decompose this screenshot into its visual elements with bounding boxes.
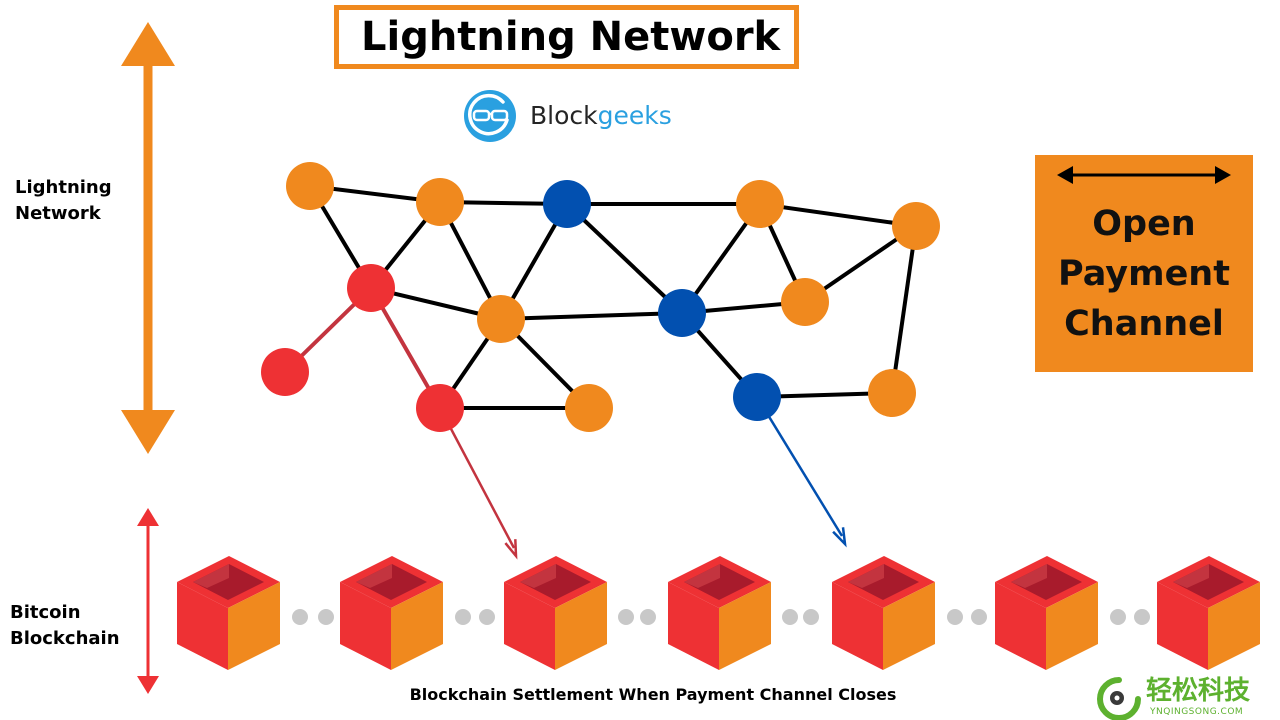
block-cube-icon xyxy=(177,556,280,670)
watermark-text: 轻松科技 xyxy=(1146,676,1251,706)
chain-dot xyxy=(1134,609,1150,625)
chain-dot xyxy=(971,609,987,625)
lightning-network-label: Lightning Network xyxy=(15,177,112,224)
watermark-subtext: YNQINGSONG.COM xyxy=(1150,707,1244,717)
node-orange xyxy=(781,278,829,326)
block-cube-icon xyxy=(1157,556,1260,670)
blue-settlement-arrow xyxy=(755,396,844,537)
chain-dot xyxy=(782,609,798,625)
brand-name-block: Block xyxy=(530,101,598,130)
node-blue xyxy=(733,373,781,421)
blockchain-blocks xyxy=(177,556,1260,670)
chain-dot xyxy=(803,609,819,625)
open-payment-channel-text: Open Payment Channel xyxy=(1058,204,1230,344)
chain-dot xyxy=(618,609,634,625)
open-payment-channel-legend: Open Payment Channel xyxy=(1035,155,1253,372)
blue-settlement-arrowhead xyxy=(832,527,847,548)
node-orange xyxy=(565,384,613,432)
brand-name: Blockgeeks xyxy=(530,100,672,132)
node-red xyxy=(347,264,395,312)
glasses-logo-icon xyxy=(464,90,516,142)
node-orange xyxy=(416,178,464,226)
block-cube-icon xyxy=(668,556,771,670)
chain-dot xyxy=(479,609,495,625)
left-red-double-arrow xyxy=(137,508,159,694)
edge xyxy=(890,225,918,394)
node-orange xyxy=(892,202,940,250)
brand-name-geeks: geeks xyxy=(597,101,672,130)
settlement-caption: Blockchain Settlement When Payment Chann… xyxy=(409,685,897,704)
chain-dot xyxy=(455,609,471,625)
block-cube-icon xyxy=(832,556,935,670)
watermark-logo-icon xyxy=(1097,677,1141,720)
node-orange xyxy=(286,162,334,210)
edge xyxy=(500,311,683,321)
chain-dot xyxy=(318,609,334,625)
node-orange xyxy=(477,295,525,343)
double-headed-arrow-icon xyxy=(1057,166,1231,184)
node-orange xyxy=(736,180,784,228)
chain-link-dots xyxy=(292,609,1150,625)
node-orange xyxy=(868,369,916,417)
block-cube-icon xyxy=(340,556,443,670)
page-title: Lightning Network xyxy=(355,14,787,60)
node-red xyxy=(261,348,309,396)
chain-dot xyxy=(1110,609,1126,625)
left-orange-double-arrow xyxy=(121,22,175,454)
chain-dot xyxy=(640,609,656,625)
block-cube-icon xyxy=(995,556,1098,670)
watermark: 轻松科技 YNQINGSONG.COM xyxy=(1094,674,1280,720)
node-red xyxy=(416,384,464,432)
network-nodes xyxy=(261,162,940,432)
red-settlement-arrowhead xyxy=(504,539,518,560)
edge xyxy=(565,202,684,315)
title-box: Lightning Network xyxy=(334,5,799,69)
red-settlement-arrow xyxy=(438,407,516,549)
block-cube-icon xyxy=(504,556,607,670)
node-blue xyxy=(658,289,706,337)
chain-dot xyxy=(292,609,308,625)
node-blue xyxy=(543,180,591,228)
settlement-arrows xyxy=(438,396,847,560)
chain-dot xyxy=(947,609,963,625)
edge xyxy=(759,202,917,228)
bitcoin-blockchain-label: Bitcoin Blockchain xyxy=(10,602,120,649)
